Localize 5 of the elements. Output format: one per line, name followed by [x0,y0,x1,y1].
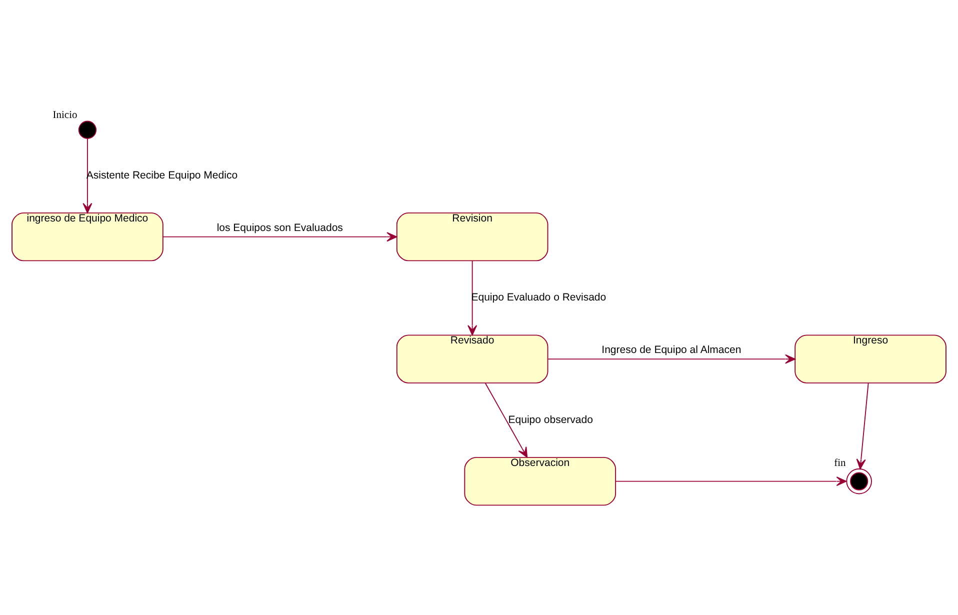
edge-label: Ingreso de Equipo al Almacen [602,344,742,356]
node-label: Inicio [52,110,78,122]
edge-label: los Equipos son Evaluados [216,222,343,234]
node-label: fin [834,458,846,469]
edge-label: Equipo observado [508,414,593,426]
